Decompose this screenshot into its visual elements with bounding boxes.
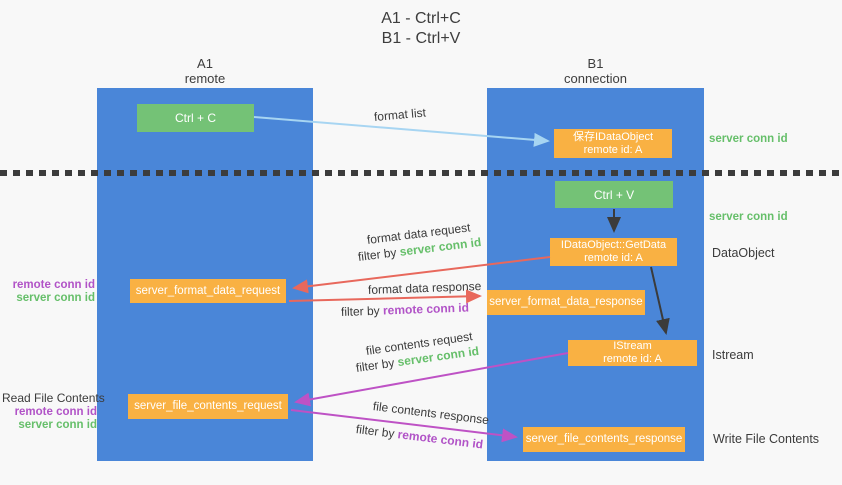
lane-header-b1: B1 connection xyxy=(487,56,704,86)
node-server-format-data-request: server_format_data_request xyxy=(130,279,286,303)
istream-line2: remote id: A xyxy=(603,353,662,365)
save-idataobject-line1: 保存IDataObject xyxy=(572,130,654,143)
label-format-data-response: format data response xyxy=(367,279,482,297)
save-idataobject-line2: remote id: A xyxy=(583,143,643,156)
filter-prefix-1: filter by xyxy=(357,244,401,264)
filter-prefix-3: filter by xyxy=(355,355,399,375)
getdata-line2: remote id: A xyxy=(584,252,643,264)
title-line-2: B1 - Ctrl+V xyxy=(381,30,461,47)
node-server-format-data-response: server_format_data_response xyxy=(487,290,645,315)
lane-b1-subtitle: connection xyxy=(564,71,627,86)
lane-b1-title: B1 xyxy=(587,56,604,71)
node-ctrl-c: Ctrl + C xyxy=(137,104,254,132)
lane-a1-subtitle: remote xyxy=(184,71,226,86)
left-server-conn-id-1: server conn id xyxy=(16,292,95,304)
filter-prefix-4: filter by xyxy=(355,422,399,442)
label-file-contents-response: file contents response xyxy=(372,399,490,428)
node-istream: IStream remote id: A xyxy=(568,340,697,366)
node-ctrl-v: Ctrl + V xyxy=(555,181,673,208)
right-istream-label: Istream xyxy=(712,348,754,362)
lane-header-a1: A1 remote xyxy=(97,56,313,86)
node-server-file-contents-request: server_file_contents_request xyxy=(128,394,288,419)
left-server-conn-id-2: server conn id xyxy=(18,419,97,431)
ctrl-v-label: Ctrl + V xyxy=(593,187,635,202)
getdata-line1: IDataObject::GetData xyxy=(560,239,667,251)
label-filter-by-remote-conn-id-2: filter by remote conn id xyxy=(355,422,484,451)
server-format-data-request-label: server_format_data_request xyxy=(135,284,281,297)
title-line-1: A1 - Ctrl+C xyxy=(381,10,461,27)
server-file-contents-response-label: server_file_contents_response xyxy=(525,433,683,445)
right-write-file-contents-label: Write File Contents xyxy=(713,432,820,446)
ctrl-c-label: Ctrl + C xyxy=(174,111,216,125)
server-format-data-response-label: server_format_data_response xyxy=(489,296,643,308)
label-filter-by-remote-conn-id-1: filter by remote conn id xyxy=(341,301,469,319)
node-idataobject-getdata: IDataObject::GetData remote id: A xyxy=(550,238,677,266)
left-remote-conn-id-1: remote conn id xyxy=(12,279,95,291)
diagram-title: A1 - Ctrl+C B1 - Ctrl+V xyxy=(0,9,842,49)
left-conn-id-group-2: remote conn id server conn id xyxy=(0,406,97,432)
left-conn-id-group-1: remote conn id server conn id xyxy=(0,279,95,305)
lane-a1-title: A1 xyxy=(197,56,213,71)
filter-remote-conn-id-1: remote conn id xyxy=(382,300,470,318)
node-server-file-contents-response: server_file_contents_response xyxy=(523,427,685,452)
right-dataobject-label: DataObject xyxy=(712,246,775,260)
filter-remote-conn-id-2: remote conn id xyxy=(396,427,484,452)
node-save-idataobject: 保存IDataObject remote id: A xyxy=(554,129,672,158)
dotted-divider xyxy=(0,170,842,176)
server-file-contents-request-label: server_file_contents_request xyxy=(134,400,282,412)
left-remote-conn-id-2: remote conn id xyxy=(14,406,97,418)
label-format-list: format list xyxy=(373,105,427,124)
istream-line1: IStream xyxy=(613,340,652,352)
filter-prefix-2: filter by xyxy=(340,303,384,319)
right-server-conn-id-2: server conn id xyxy=(709,211,788,223)
left-read-file-contents-label: Read File Contents xyxy=(2,391,105,405)
right-server-conn-id-1: server conn id xyxy=(709,133,788,145)
